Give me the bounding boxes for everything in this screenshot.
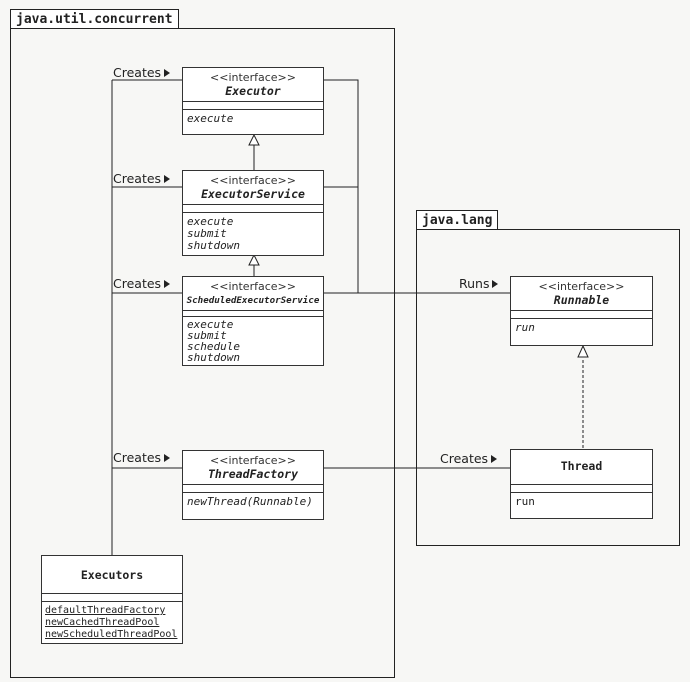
operation-shutdown: shutdown (187, 239, 240, 252)
operation-execute: execute (187, 215, 234, 228)
class-name-runnable: Runnable (553, 293, 610, 307)
attribute-compartment (183, 102, 323, 110)
operation-execute: execute (187, 318, 234, 331)
operation-new-thread: newThread(Runnable) (187, 495, 313, 508)
class-name-executor: Executor (225, 84, 281, 98)
package-tab-lang: java.lang (416, 210, 499, 230)
runs-text: Runs (459, 276, 490, 291)
attribute-compartment (511, 311, 652, 319)
stereotype-label: <<interface>> (538, 280, 625, 293)
creates-text: Creates (440, 451, 489, 466)
class-executor: <<interface>> Executor execute (182, 67, 324, 135)
operation-default-thread-factory: defaultThreadFactory (45, 605, 166, 616)
creates-text: Creates (113, 65, 162, 80)
direction-arrow-icon (164, 454, 171, 462)
operation-schedule: schedule (187, 340, 240, 353)
operation-new-cached-thread-pool: newCachedThreadPool (45, 617, 160, 628)
creates-text: Creates (113, 276, 162, 291)
package-tab-concurrent: java.util.concurrent (10, 9, 179, 29)
class-executors: Executors defaultThreadFactory newCached… (41, 555, 183, 644)
operation-execute: execute (187, 112, 234, 125)
class-executor-service: <<interface>> ExecutorService execute su… (182, 170, 324, 256)
attribute-compartment (511, 485, 652, 493)
stereotype-label: <<interface>> (210, 71, 296, 84)
class-name-thread-factory: ThreadFactory (207, 467, 298, 481)
creates-label-thread-factory: Creates (113, 450, 171, 465)
class-runnable: <<interface>> Runnable run (510, 276, 653, 346)
runs-label: Runs (459, 276, 499, 291)
package-frame-concurrent (10, 28, 395, 678)
class-name-thread: Thread (560, 459, 603, 473)
stereotype-label: <<interface>> (210, 280, 296, 293)
executor-generalization-arrowhead (248, 133, 260, 146)
package-frame-lang (416, 229, 680, 546)
class-name-scheduled-executor-service: ScheduledExecutorService (186, 295, 320, 306)
operation-submit: submit (187, 329, 227, 342)
attribute-compartment (42, 594, 182, 602)
attribute-compartment (183, 485, 323, 493)
executorservice-generalization-arrowhead (248, 253, 260, 266)
direction-arrow-icon (492, 280, 499, 288)
class-name-executor-service: ExecutorService (201, 187, 305, 201)
direction-arrow-icon (164, 69, 171, 77)
attribute-compartment (183, 205, 323, 213)
direction-arrow-icon (164, 280, 171, 288)
creates-text: Creates (113, 171, 162, 186)
stereotype-label: <<interface>> (210, 174, 296, 187)
runnable-realization-arrowhead (577, 344, 589, 358)
operation-submit: submit (187, 227, 227, 240)
operation-shutdown: shutdown (187, 351, 240, 364)
creates-label-executor-service: Creates (113, 171, 171, 186)
operation-run: run (515, 495, 535, 508)
package-name-lang: java.lang (422, 213, 493, 228)
direction-arrow-icon (491, 455, 498, 463)
creates-label-executor: Creates (113, 65, 171, 80)
operation-run: run (515, 321, 535, 334)
class-scheduled-executor-service: <<interface>> ScheduledExecutorService e… (182, 276, 324, 366)
class-name-executors: Executors (80, 568, 144, 582)
class-thread: Thread run (510, 449, 653, 519)
operation-new-scheduled-thread-pool: newScheduledThreadPool (45, 629, 178, 640)
class-thread-factory: <<interface>> ThreadFactory newThread(Ru… (182, 450, 324, 520)
stereotype-label: <<interface>> (210, 454, 296, 467)
creates-label-thread: Creates (440, 451, 498, 466)
creates-text: Creates (113, 450, 162, 465)
package-name-concurrent: java.util.concurrent (16, 12, 173, 27)
direction-arrow-icon (164, 175, 171, 183)
creates-label-scheduled: Creates (113, 276, 171, 291)
attribute-compartment (183, 311, 323, 317)
